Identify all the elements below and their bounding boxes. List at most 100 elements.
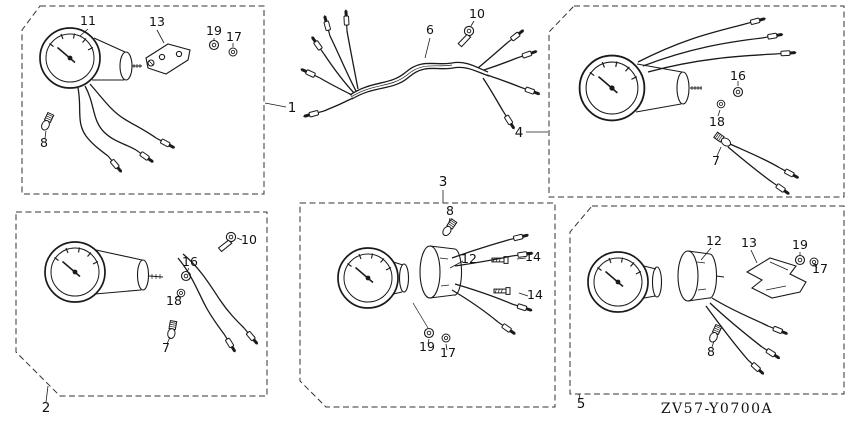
wire-terminal [515, 48, 539, 61]
wire-terminal [241, 325, 261, 347]
panel-5-outline [569, 205, 845, 395]
wire-terminal [760, 344, 782, 362]
callout-10: 10 [469, 6, 485, 21]
panel-ref-3: 3 [439, 174, 448, 190]
callout-12: 12 [461, 251, 477, 266]
part-code: ZV57-Y0700A [661, 401, 773, 417]
wire-terminal [496, 319, 518, 337]
callout-19: 19 [792, 237, 808, 252]
callout-19: 19 [419, 339, 435, 354]
wire-leads-2 [177, 253, 261, 355]
washer-19 [208, 39, 220, 51]
meter-face [578, 54, 646, 122]
meter-assembly-4 [578, 54, 702, 122]
panel-1-outline [21, 5, 265, 195]
wire-leads-3 [451, 231, 535, 337]
meter-face [587, 251, 649, 313]
bulb-8 [39, 111, 55, 132]
panel-ref-4: 4 [515, 125, 524, 141]
key-part-10 [455, 25, 477, 48]
meter-face [39, 27, 101, 89]
callout-6: 6 [426, 22, 434, 37]
wire-harness-6 [298, 8, 542, 132]
callout-11: 11 [80, 13, 96, 28]
wire-terminal [342, 8, 350, 32]
callout-16: 16 [730, 68, 746, 83]
washer-18 [716, 99, 726, 109]
wire-terminal [778, 165, 801, 181]
washer-17 [441, 333, 451, 343]
wire-terminal [518, 84, 542, 98]
meter-assembly-3 [337, 247, 410, 309]
washer-16 [180, 270, 192, 282]
callout-17: 17 [226, 29, 242, 44]
key-part-10 [217, 231, 237, 253]
wire-terminal [134, 147, 156, 165]
meter-face [337, 247, 399, 309]
callout-7: 7 [162, 340, 170, 355]
wire-terminal [321, 13, 333, 38]
callout-8: 8 [40, 135, 48, 150]
meter-assembly-5 [587, 251, 663, 313]
callout-19: 19 [206, 23, 222, 38]
callout-18: 18 [166, 293, 182, 308]
panel-3-outline [299, 202, 556, 408]
panel-kit-1: 11 13 19 17 8 1 [21, 5, 297, 195]
callout-14b: 14 [527, 287, 543, 302]
panel-kit-2: 2 10 16 18 7 [15, 211, 268, 416]
screw-14-b [493, 287, 511, 295]
wire-terminal [504, 27, 527, 46]
washer-16 [732, 86, 744, 98]
loose-parts: 6 10 3 [298, 6, 542, 203]
bulb-7 [166, 320, 178, 340]
washer-17 [228, 47, 238, 57]
meter-assembly-1 [39, 27, 142, 89]
panel-kit-3: 8 12 14 14 19 17 [299, 202, 556, 408]
panel-ref-1: 1 [288, 100, 297, 116]
wire-terminal [154, 135, 177, 151]
callout-8: 8 [707, 344, 715, 359]
panel-ref-2: 2 [42, 400, 51, 416]
callout-10: 10 [241, 232, 257, 247]
wire-terminal [743, 15, 768, 27]
callout-17: 17 [812, 261, 828, 276]
panel-ref-5: 5 [577, 396, 586, 412]
callout-13: 13 [149, 14, 165, 29]
wire-terminal [774, 49, 798, 57]
wire-terminal [766, 323, 790, 337]
wire-leads-1 [77, 83, 177, 175]
callout-12: 12 [706, 233, 722, 248]
wire-leads-4 [637, 15, 798, 73]
wire-leads-5 [705, 297, 790, 377]
wire-terminal [770, 179, 792, 197]
callout-8: 8 [446, 203, 454, 218]
wire-terminal [301, 108, 326, 120]
wire-terminal [761, 31, 785, 41]
wire-terminal [745, 357, 767, 377]
bulb-wire-4 [727, 143, 801, 197]
wire-terminal [510, 301, 534, 314]
washer-19 [794, 254, 806, 266]
panel-2-outline [15, 211, 268, 397]
wire-terminal [105, 153, 125, 175]
callout-14a: 14 [525, 249, 541, 264]
bracket-13 [745, 257, 807, 299]
callout-13: 13 [741, 235, 757, 250]
meter-case-12 [677, 250, 725, 302]
wire-terminal [309, 34, 327, 56]
panel-4-outline [548, 5, 845, 198]
panel-kit-4: 4 16 18 7 [515, 5, 845, 198]
panel-kit-5: 5 12 13 19 17 8 [569, 205, 845, 412]
bulb-7 [713, 131, 733, 149]
meter-case-12 [419, 245, 463, 299]
meter-face [44, 241, 106, 303]
callout-7: 7 [712, 153, 720, 168]
washer-19 [423, 327, 435, 339]
callout-18: 18 [709, 114, 725, 129]
wire-terminal [506, 231, 531, 243]
meter-assembly-2 [44, 241, 164, 303]
wire-terminal [221, 332, 238, 355]
bulb-8 [707, 323, 723, 344]
